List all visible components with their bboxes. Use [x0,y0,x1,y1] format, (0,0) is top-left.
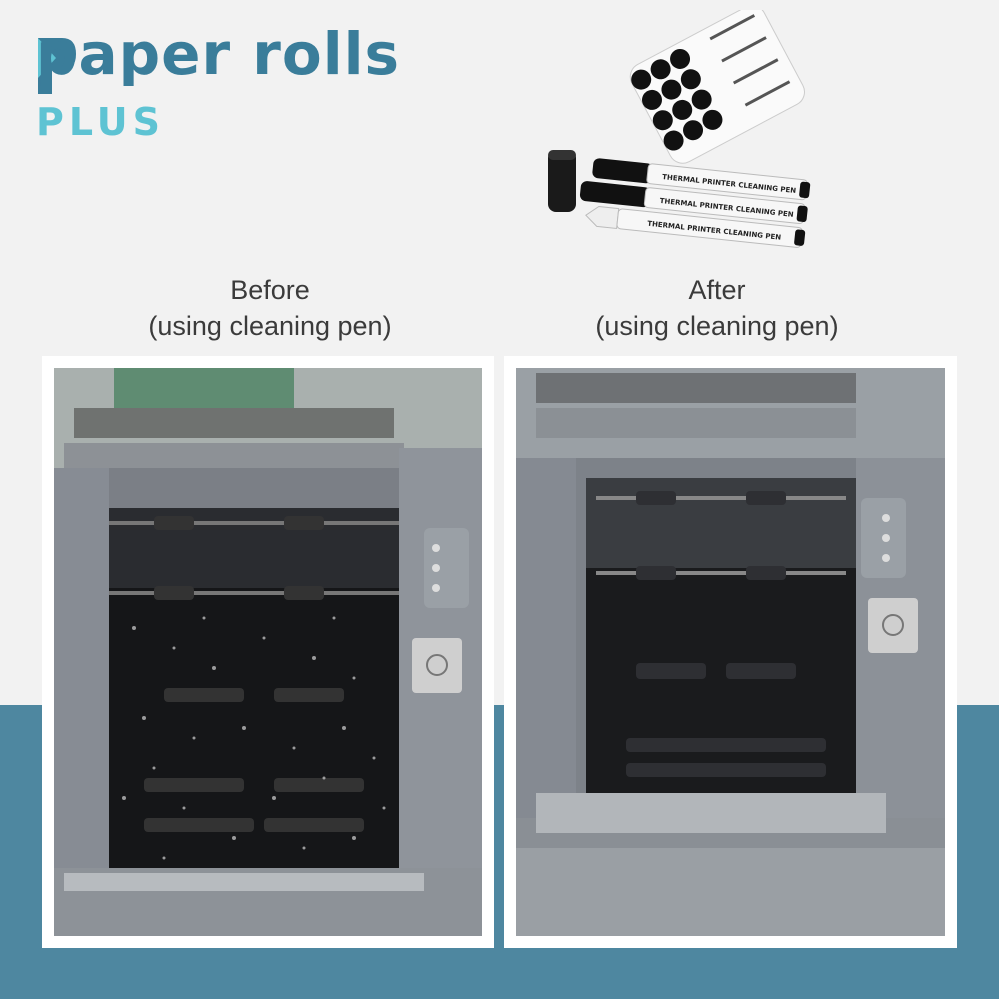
before-printer-photo [54,368,482,936]
brand-sub: PLUS [36,100,165,144]
before-photo-frame [42,356,494,948]
paper-curl-icon [38,38,76,94]
after-caption: After (using cleaning pen) [507,272,927,344]
before-title: Before [230,275,310,305]
cleaning-pens-image: THERMAL PRINTER CLEANING PEN THERMAL PRI… [540,5,840,260]
after-photo-frame [504,356,957,948]
after-subtitle: (using cleaning pen) [595,311,839,341]
before-caption: Before (using cleaning pen) [60,272,480,344]
cleaning-pen-bundle-icon: THERMAL PRINTER CLEANING PEN THERMAL PRI… [548,5,811,248]
brand-name: paper rolls [36,20,401,88]
after-title: After [688,275,746,305]
after-printer-photo [516,368,945,936]
before-subtitle: (using cleaning pen) [148,311,392,341]
